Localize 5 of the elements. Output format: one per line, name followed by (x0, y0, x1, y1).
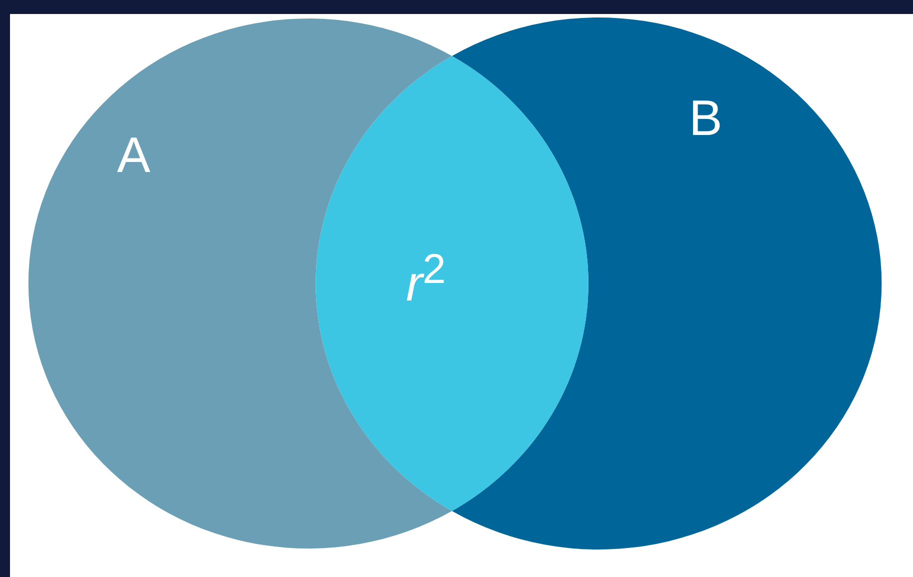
set-label: r$^{2}$ (406, 248, 446, 309)
circle-b (452, 17, 881, 549)
set-label: A (117, 130, 150, 180)
overlap-region (318, 56, 586, 512)
set-label: B (689, 93, 722, 143)
